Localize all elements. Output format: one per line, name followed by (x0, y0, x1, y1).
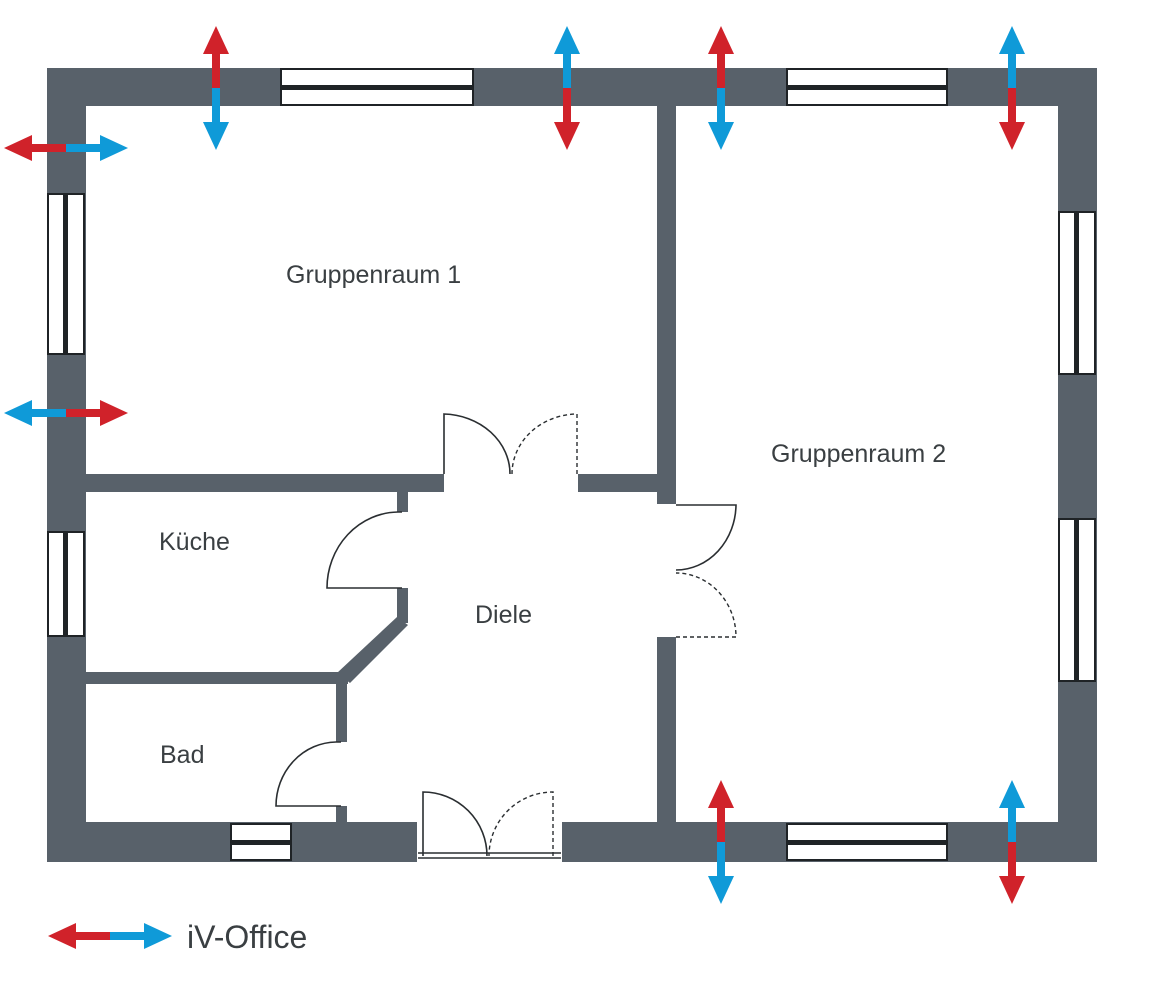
inner-walls (86, 106, 676, 824)
room-labels: Gruppenraum 1 Gruppenraum 2 Küche Diele … (159, 261, 946, 769)
doors (275, 413, 737, 862)
wall-left (47, 68, 86, 862)
window-top-2 (786, 68, 948, 106)
window-bottom-bad (230, 823, 292, 861)
room-label-gruppenraum-1: Gruppenraum 1 (286, 261, 461, 289)
wall-bad-right-upper (336, 680, 347, 742)
door-kueche (326, 511, 402, 589)
wall-gr1-bottom-left (86, 474, 444, 492)
wall-center-lower (657, 637, 676, 823)
room-label-kueche: Küche (159, 528, 230, 556)
window-left-2 (47, 531, 85, 637)
legend-arrow-icon (48, 923, 172, 949)
door-gr1-double (443, 413, 578, 475)
wall-bad-right-lower (336, 806, 347, 824)
window-right-1 (1058, 211, 1096, 375)
legend: iV-Office (48, 919, 307, 955)
window-top-1 (280, 68, 474, 106)
room-label-bad: Bad (160, 741, 204, 769)
windows (47, 68, 1096, 861)
window-bottom-right (786, 823, 948, 861)
wall-kueche-right-lower (397, 588, 408, 623)
room-label-diele: Diele (475, 601, 532, 629)
window-left-1 (47, 193, 85, 355)
wall-gr1-bottom-right (578, 474, 658, 492)
door-gr2-double (675, 504, 737, 638)
legend-label: iV-Office (187, 919, 307, 955)
room-label-gruppenraum-2: Gruppenraum 2 (771, 440, 946, 468)
window-right-2 (1058, 518, 1096, 682)
wall-center-upper (657, 106, 676, 504)
wall-kueche-bad (86, 672, 348, 684)
wall-kueche-right-top (397, 490, 408, 512)
door-bad (275, 741, 341, 807)
wall-diagonal (337, 617, 408, 683)
wall-right (1058, 68, 1097, 862)
door-entrance-double (417, 791, 562, 862)
